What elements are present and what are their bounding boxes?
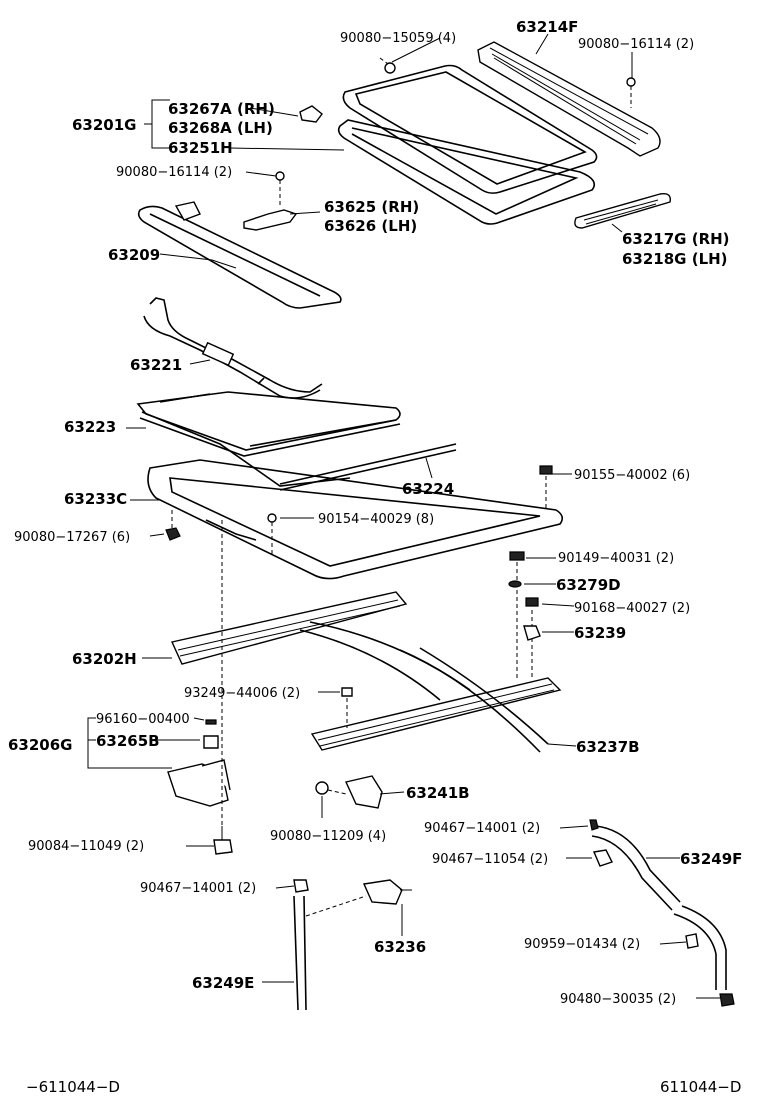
nut-90080-17267	[165, 510, 181, 541]
label-63206G: 63206G	[8, 736, 73, 754]
label-63217G: 63217G (RH)	[622, 230, 730, 248]
code-left: −611044−D	[26, 1078, 120, 1096]
sunroof-housing	[147, 459, 564, 580]
label-63209: 63209	[108, 246, 160, 264]
sunroof-glass-frame	[342, 64, 598, 194]
label-90084-11049: 90084−11049 (2)	[28, 839, 144, 854]
drain-rod	[279, 443, 457, 491]
drive-cable-assembly	[143, 297, 323, 399]
label-90080-16114-mid: 90080−16114 (2)	[116, 165, 232, 180]
label-63626: 63626 (LH)	[324, 217, 417, 235]
label-63224: 63224	[402, 480, 454, 498]
guide-rail-right	[310, 677, 562, 751]
label-90080-16114-top: 90080−16114 (2)	[578, 37, 694, 52]
label-63249F: 63249F	[680, 850, 742, 868]
label-63625: 63625 (RH)	[324, 198, 419, 216]
label-90154-40029: 90154−40029 (8)	[318, 512, 434, 527]
drive-motor	[167, 520, 231, 830]
bolt-93249-44006	[341, 687, 353, 728]
drain-hose-63249F	[589, 819, 735, 1007]
label-90080-11209: 90080−11209 (4)	[270, 829, 386, 844]
label-93249-44006: 93249−44006 (2)	[184, 686, 300, 701]
label-63239: 63239	[574, 624, 626, 642]
label-63202H: 63202H	[72, 650, 137, 668]
label-90080-17267: 90080−17267 (6)	[14, 530, 130, 545]
label-90149-40031: 90149−40031 (2)	[558, 551, 674, 566]
bracket-63241B	[315, 775, 383, 809]
bolt-90149-40031	[509, 551, 525, 680]
wind-deflector	[477, 41, 661, 157]
label-63279D: 63279D	[556, 576, 621, 594]
label-90155-40002: 90155−40002 (6)	[574, 468, 690, 483]
guide-rail-left	[171, 591, 408, 665]
label-63218G: 63218G (LH)	[622, 250, 728, 268]
label-63241B: 63241B	[406, 784, 470, 802]
label-96160-00400: 96160−00400	[96, 712, 190, 727]
label-90467-11054: 90467−11054 (2)	[432, 852, 548, 867]
hose-joint-63236	[362, 879, 412, 905]
label-63249E: 63249E	[192, 974, 254, 992]
screw-90080-15059	[379, 57, 396, 74]
label-90168-40027: 90168−40027 (2)	[574, 601, 690, 616]
screw-90080-16114-top	[626, 77, 636, 108]
label-63265B: 63265B	[96, 732, 160, 750]
label-63236: 63236	[374, 938, 426, 956]
leader-lines	[87, 33, 720, 999]
nut-63239	[523, 625, 541, 641]
label-63201G: 63201G	[72, 116, 137, 134]
bolt-90155-40002	[539, 465, 553, 510]
part-labels: 90080−15059 (4) 63214F 90080−16114 (2) 6…	[8, 18, 742, 1096]
label-90480-30035: 90480−30035 (2)	[560, 992, 676, 1007]
glass-clip	[299, 105, 323, 123]
label-63251H: 63251H	[168, 139, 233, 157]
sunshade-panel	[137, 201, 342, 309]
glass-weatherstrip	[337, 119, 596, 225]
bolt-90084-11049	[213, 826, 233, 855]
washer-63279D	[508, 580, 522, 588]
cross-rails	[299, 621, 549, 753]
sunroof-housing-frame	[136, 391, 401, 487]
label-63214F: 63214F	[516, 18, 578, 36]
drain-hose-63249E	[293, 879, 367, 1011]
label-63221: 63221	[130, 356, 182, 374]
label-63223: 63223	[64, 418, 116, 436]
bolt-90168-40027	[525, 597, 539, 680]
label-90467-14001-right: 90467−14001 (2)	[424, 821, 540, 836]
label-63233C: 63233C	[64, 490, 127, 508]
side-trim	[574, 192, 671, 229]
label-63237B: 63237B	[576, 738, 640, 756]
label-63267A: 63267A (RH)	[168, 100, 275, 118]
label-90959-01434: 90959−01434 (2)	[524, 937, 640, 952]
label-90080-15059: 90080−15059 (4)	[340, 31, 456, 46]
bolt-90154-40029	[267, 513, 277, 556]
bracket-63625	[243, 171, 298, 231]
code-right: 611044−D	[660, 1078, 741, 1096]
label-63268A: 63268A (LH)	[168, 119, 273, 137]
label-90467-14001-left: 90467−14001 (2)	[140, 881, 256, 896]
